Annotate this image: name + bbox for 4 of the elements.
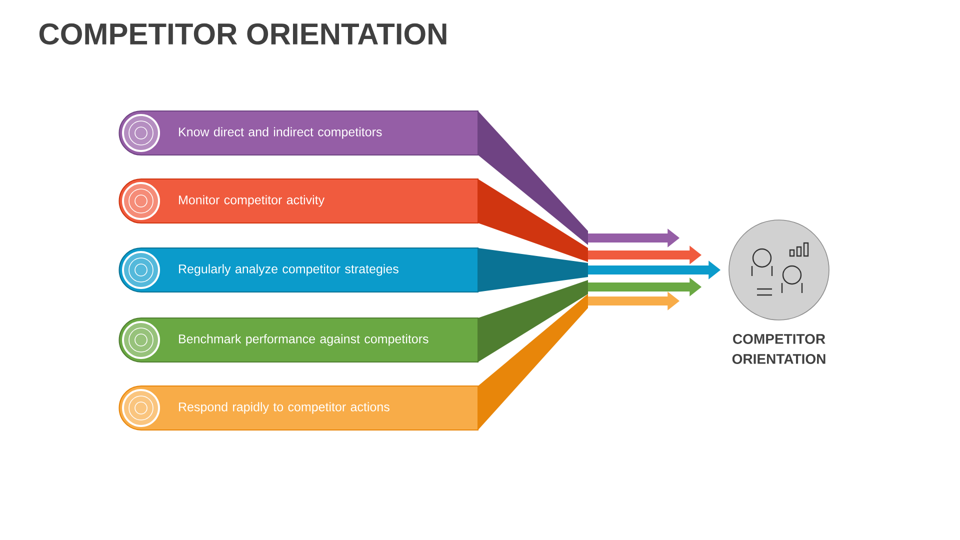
node-label: COMPETITOR ORIENTATION	[732, 334, 826, 364]
title: COMPETITOR ORIENTATION	[39, 23, 446, 45]
step-band: Regularly analyze competitor strategies	[118, 247, 588, 292]
step-band: Benchmark performance against competitors	[118, 280, 588, 362]
